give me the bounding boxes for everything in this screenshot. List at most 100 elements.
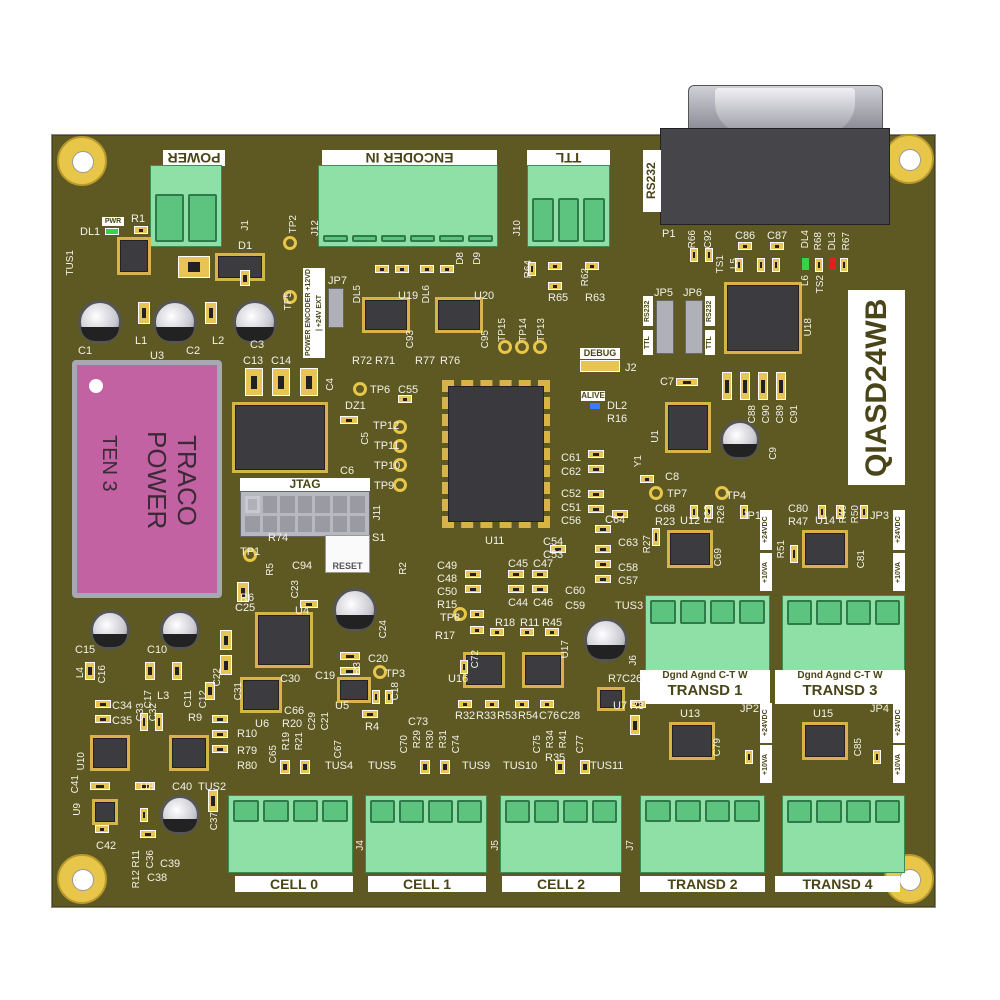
- refdes-label: S1: [372, 532, 386, 544]
- transd-3-terminal-block[interactable]: [782, 595, 905, 675]
- test-point-tp5[interactable]: [283, 290, 297, 304]
- test-point-tp12[interactable]: [393, 420, 407, 434]
- smd-component: [690, 248, 698, 262]
- refdes-label: C64: [605, 514, 626, 526]
- cell-1-terminal-block[interactable]: [365, 795, 487, 873]
- refdes-label: C37: [209, 812, 220, 831]
- jp4-10va-label: +10VA: [893, 745, 905, 783]
- chip-u13: [672, 725, 712, 757]
- test-point-tp2[interactable]: [283, 236, 297, 250]
- refdes-label: C40: [172, 781, 193, 793]
- refdes-label: R6: [240, 592, 255, 604]
- chip-u4: [258, 615, 310, 665]
- refdes-label: D9: [472, 252, 483, 265]
- refdes-label: R17: [435, 630, 456, 642]
- refdes-label: JP1: [742, 510, 761, 522]
- refdes-label: R21: [294, 732, 305, 751]
- chip-u14: [805, 533, 845, 565]
- refdes-label: C53: [543, 549, 564, 561]
- refdes-label: C16: [97, 665, 108, 684]
- test-point-tp7[interactable]: [649, 486, 663, 500]
- power-module-model: TEN 3: [98, 435, 120, 492]
- refdes-label: TP8: [440, 612, 461, 624]
- refdes-label: C31: [233, 682, 244, 701]
- refdes-label: U18: [803, 318, 814, 337]
- cell-0-terminal-block[interactable]: [228, 795, 353, 873]
- smd-component: [550, 545, 566, 553]
- test-point-tp13[interactable]: [533, 340, 547, 354]
- refdes-label: J12: [310, 220, 321, 237]
- refdes-label: TP7: [667, 488, 688, 500]
- test-point-tp8[interactable]: [453, 607, 467, 621]
- smd-component: [85, 662, 95, 680]
- smd-component: [588, 505, 604, 513]
- test-point-tp3[interactable]: [373, 665, 387, 679]
- refdes-label: C48: [437, 573, 458, 585]
- test-point-tp11[interactable]: [393, 439, 407, 453]
- refdes-label: JP3: [870, 510, 889, 522]
- smd-component: [548, 262, 562, 270]
- smd-component: [237, 582, 249, 602]
- refdes-label: C75: [532, 735, 543, 754]
- jtag-header[interactable]: [240, 491, 370, 537]
- electrolytic-cap-c39: [160, 795, 200, 835]
- refdes-label: TUS10: [503, 760, 538, 772]
- refdes-label: L4: [75, 667, 86, 679]
- chip-u20: [438, 300, 480, 330]
- jumper-jp6[interactable]: [685, 300, 703, 354]
- refdes-label: R46: [838, 505, 849, 524]
- refdes-label: L2: [212, 335, 225, 347]
- test-point-tp1[interactable]: [243, 548, 257, 562]
- refdes-label: TP14: [518, 318, 529, 342]
- transd-2-terminal-block[interactable]: [640, 795, 765, 873]
- refdes-label: J1: [240, 220, 251, 231]
- smd-component: [212, 730, 228, 738]
- smd-component: [770, 242, 784, 250]
- encoder-in-terminal-block[interactable]: [318, 165, 498, 247]
- ttl-terminal-block[interactable]: [527, 165, 610, 247]
- refdes-label: R23: [655, 516, 676, 528]
- refdes-label: TS2: [815, 275, 826, 294]
- mounting-hole-bottom-left: [57, 854, 107, 904]
- jp7-label: POWER ENCODER +12VD | +24V EXT: [303, 268, 325, 358]
- smd-component: [508, 570, 524, 578]
- refdes-label: C20: [368, 653, 389, 665]
- refdes-label: J2: [625, 362, 637, 374]
- test-point-tp4[interactable]: [715, 486, 729, 500]
- jp3-10va-label: +10VA: [893, 553, 905, 591]
- reset-button[interactable]: RESET: [325, 535, 370, 573]
- test-point-tp15[interactable]: [498, 340, 512, 354]
- refdes-label: C26: [622, 673, 643, 685]
- test-point-tp10[interactable]: [393, 458, 407, 472]
- refdes-label: C63: [618, 537, 639, 549]
- jp5-ttl-label: TTL: [643, 330, 653, 355]
- refdes-label: DL3: [827, 232, 838, 251]
- refdes-label: JP5: [654, 287, 673, 299]
- refdes-label: R9: [188, 712, 203, 724]
- refdes-label: C11: [183, 690, 194, 708]
- smd-component: [772, 258, 780, 272]
- debug-header-j2[interactable]: [580, 360, 620, 372]
- ttl-label: TTL: [527, 150, 610, 166]
- smd-component: [690, 505, 698, 519]
- test-point-tp6[interactable]: [353, 382, 367, 396]
- test-point-tp9[interactable]: [393, 478, 407, 492]
- refdes-label: JP2: [740, 703, 759, 715]
- refdes-label: C55: [398, 384, 419, 396]
- transd-4-terminal-block[interactable]: [782, 795, 905, 873]
- jumper-jp5[interactable]: [656, 300, 674, 354]
- refdes-label: C41: [70, 775, 81, 794]
- cell-2-terminal-block[interactable]: [500, 795, 622, 873]
- jumper-jp7[interactable]: [328, 288, 344, 328]
- transd-1-terminal-block[interactable]: [645, 595, 770, 675]
- power-terminal-block[interactable]: [150, 165, 222, 247]
- jp6-rs232-label: RS232: [705, 296, 715, 326]
- smd-component: [440, 265, 454, 273]
- test-point-tp14[interactable]: [515, 340, 529, 354]
- refdes-label: C91: [789, 405, 800, 424]
- refdes-label: C50: [437, 586, 458, 598]
- refdes-label: C23: [290, 580, 301, 599]
- smd-component: [548, 282, 562, 290]
- smd-component: [585, 262, 599, 270]
- smd-component: [134, 226, 148, 234]
